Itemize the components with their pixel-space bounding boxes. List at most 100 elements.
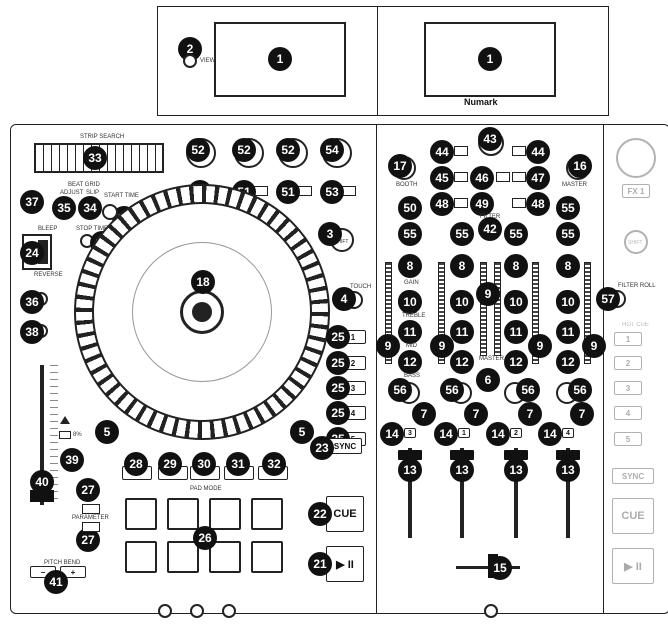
callout-14-ch4: 14 <box>538 422 562 446</box>
pad-1[interactable] <box>125 498 157 530</box>
right-shift-button[interactable] <box>624 230 648 254</box>
callout-42: 42 <box>478 217 502 241</box>
beat-grid-label: BEAT GRID <box>68 182 100 188</box>
adjust-label: ADJUST <box>60 190 84 196</box>
callout-55-ch1: 55 <box>398 222 422 246</box>
parameter-left-button[interactable] <box>82 504 100 514</box>
parameter-right-button[interactable] <box>82 522 100 532</box>
pad-3[interactable] <box>209 498 241 530</box>
pitch-fader-track <box>40 365 44 505</box>
callout-21: 21 <box>308 552 332 576</box>
fx-button-3[interactable] <box>298 186 312 196</box>
right-shift-label: SHIFT <box>628 240 643 246</box>
right-play-pause-button[interactable]: ▶ II <box>612 548 654 584</box>
view-mode-button[interactable] <box>454 172 468 182</box>
prep-right-button[interactable] <box>512 198 526 208</box>
start-time-label: START TIME <box>104 193 139 199</box>
fx-button-2[interactable] <box>254 186 268 196</box>
callout-25-a: 25 <box>326 325 350 349</box>
controller-body <box>10 124 668 614</box>
mixer-section <box>376 124 604 614</box>
callout-10-ch4: 10 <box>556 290 580 314</box>
view-button[interactable] <box>183 54 197 68</box>
callout-48-left: 48 <box>430 192 454 216</box>
pad-6[interactable] <box>167 541 199 573</box>
callout-11-ch1: 11 <box>398 320 422 344</box>
channel-fader-cap-ch1[interactable] <box>398 450 422 460</box>
load-left-button[interactable] <box>454 146 468 156</box>
right-hot-cue-4[interactable]: 4 <box>614 406 642 420</box>
pad-2[interactable] <box>167 498 199 530</box>
screen-housing <box>157 6 609 116</box>
pitch-bend-label: PITCH BEND <box>44 560 81 566</box>
right-fx1-button[interactable]: FX 1 <box>622 184 650 198</box>
right-jog-dial[interactable] <box>616 138 656 178</box>
pad-5[interactable] <box>125 541 157 573</box>
shift-label: SHIFT <box>334 239 349 245</box>
bottom-knob-4[interactable] <box>484 604 498 618</box>
bottom-knob-2[interactable] <box>190 604 204 618</box>
callout-50: 50 <box>398 196 422 220</box>
start-time-knob[interactable] <box>102 204 118 220</box>
callout-12-ch4: 12 <box>556 350 580 374</box>
callout-37: 37 <box>20 190 44 214</box>
callout-23: 23 <box>310 436 334 460</box>
stop-time-label: STOP TIME <box>76 226 109 232</box>
bleep-label: BLEEP <box>38 226 58 232</box>
right-cue-button[interactable]: CUE <box>612 498 654 534</box>
callout-44-right: 44 <box>526 140 550 164</box>
callout-8-ch1: 8 <box>398 254 422 278</box>
channel-fader-cap-ch2[interactable] <box>450 450 474 460</box>
key-lock-icon[interactable] <box>60 416 70 424</box>
pad-8[interactable] <box>251 541 283 573</box>
gain-label: GAIN <box>404 280 419 286</box>
bottom-knob-1[interactable] <box>158 604 172 618</box>
right-sync-button[interactable]: SYNC <box>612 468 654 484</box>
pad-4[interactable] <box>251 498 283 530</box>
forward-button[interactable] <box>512 172 526 182</box>
channel-number-ch4[interactable]: 4 <box>562 428 574 438</box>
channel-number-ch2[interactable]: 1 <box>458 428 470 438</box>
callout-5-left: 5 <box>95 420 119 444</box>
channel-fader-cap-ch4[interactable] <box>556 450 580 460</box>
callout-22: 22 <box>308 502 332 526</box>
callout-26: 26 <box>193 526 217 550</box>
callout-36: 36 <box>20 290 44 314</box>
channel-fader-track-ch3 <box>514 448 518 538</box>
callout-44-left: 44 <box>430 140 454 164</box>
pitch-fader-cap[interactable] <box>30 490 54 502</box>
callout-14-ch2: 14 <box>434 422 458 446</box>
callout-54: 54 <box>320 138 344 162</box>
right-hot-cue-3[interactable]: 3 <box>614 381 642 395</box>
right-hot-cue-label: HOT CUE <box>622 322 649 328</box>
callout-25-c: 25 <box>326 376 350 400</box>
callout-10-ch3: 10 <box>504 290 528 314</box>
channel-fader-cap-ch3[interactable] <box>504 450 528 460</box>
callout-12-ch1: 12 <box>398 350 422 374</box>
pitch-range-button[interactable] <box>59 431 71 439</box>
bottom-knob-3[interactable] <box>222 604 236 618</box>
play-pause-button-left[interactable]: ▶ II <box>326 546 364 582</box>
channel-number-ch1[interactable]: 3 <box>404 428 416 438</box>
callout-6: 6 <box>476 368 500 392</box>
callout-25-d: 25 <box>326 401 350 425</box>
screen-housing-divider <box>377 6 378 116</box>
prep-left-button[interactable] <box>454 198 468 208</box>
right-hot-cue-2[interactable]: 2 <box>614 356 642 370</box>
back-button[interactable] <box>496 172 510 182</box>
fx-tap-button[interactable] <box>342 186 356 196</box>
callout-7-ch1: 7 <box>412 402 436 426</box>
callout-9-ch2: 9 <box>430 334 454 358</box>
callout-8-ch4: 8 <box>556 254 580 278</box>
callout-32: 32 <box>262 452 286 476</box>
pad-7[interactable] <box>209 541 241 573</box>
right-hot-cue-5[interactable]: 5 <box>614 432 642 446</box>
channel-number-ch3[interactable]: 2 <box>510 428 522 438</box>
right-hot-cue-1[interactable]: 1 <box>614 332 642 346</box>
load-right-button[interactable] <box>512 146 526 156</box>
callout-1-left: 1 <box>268 47 292 71</box>
callout-31: 31 <box>226 452 250 476</box>
cue-button-left[interactable]: CUE <box>326 496 364 532</box>
master-meter-right <box>494 262 501 356</box>
callout-51-c: 51 <box>276 180 300 204</box>
